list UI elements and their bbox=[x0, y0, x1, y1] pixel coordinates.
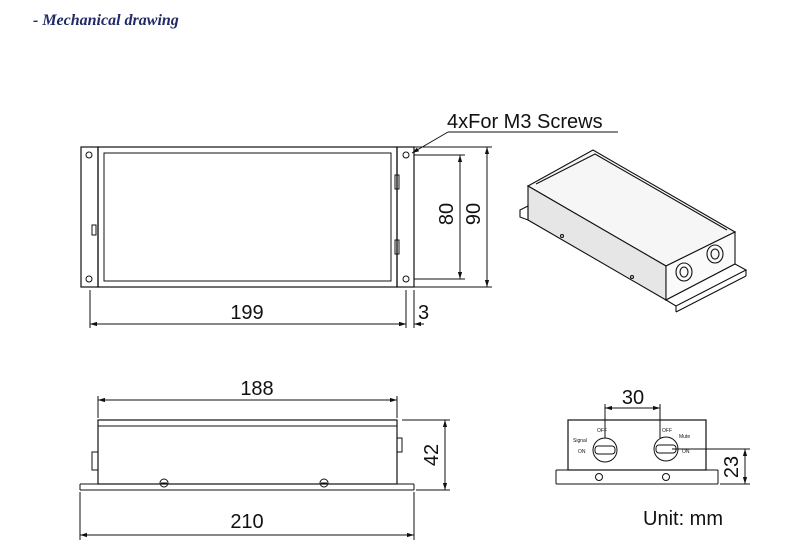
dim-height-90: 90 bbox=[463, 203, 485, 225]
dim-spacing-30: 30 bbox=[622, 387, 644, 409]
section-heading: - Mechanical drawing bbox=[33, 12, 179, 29]
dim-length-188: 188 bbox=[240, 378, 273, 400]
dim-height-80: 80 bbox=[436, 203, 458, 225]
screw-hole bbox=[85, 151, 93, 159]
screw-hole bbox=[85, 275, 93, 283]
right-switch-label-3: ON bbox=[682, 449, 690, 455]
left-switch-label-2: OFF bbox=[597, 428, 607, 434]
right-switch-label-1: OFF bbox=[662, 428, 672, 434]
right-flange bbox=[396, 146, 415, 288]
side-connector bbox=[91, 224, 97, 236]
side-connector bbox=[396, 437, 403, 453]
enclosure-lid bbox=[103, 152, 392, 282]
end-body bbox=[567, 419, 707, 471]
signal-switch-lever bbox=[594, 445, 616, 455]
left-switch-label-1: Signal bbox=[573, 438, 587, 444]
top-view: 4xFor M3 Screws 199 3 80 90 bbox=[80, 111, 618, 328]
side-connector bbox=[394, 239, 400, 255]
screw-head bbox=[319, 478, 329, 488]
screw-head bbox=[595, 473, 603, 481]
dim-length-210: 210 bbox=[230, 511, 263, 533]
screw-head bbox=[662, 473, 670, 481]
unit-note: Unit: mm bbox=[643, 508, 723, 530]
screw-hole bbox=[402, 275, 410, 283]
dim-length-199: 199 bbox=[230, 302, 263, 324]
side-connector bbox=[394, 174, 400, 190]
right-switch-label-2: Mute bbox=[679, 434, 690, 440]
dim-flange-3: 3 bbox=[418, 302, 429, 324]
screw-callout: 4xFor M3 Screws bbox=[447, 111, 603, 133]
left-switch-label-3: ON bbox=[578, 449, 586, 455]
end-view: Signal OFF ON OFF Mute ON 30 23 bbox=[555, 387, 750, 485]
isometric-view bbox=[519, 149, 748, 313]
screw-head bbox=[159, 478, 169, 488]
signal-switch bbox=[592, 437, 618, 463]
side-connector bbox=[91, 451, 99, 471]
left-flange bbox=[80, 146, 99, 288]
dim-height-42: 42 bbox=[421, 444, 443, 466]
dim-height-23: 23 bbox=[721, 456, 743, 478]
side-body bbox=[97, 419, 398, 485]
enclosure-body bbox=[97, 146, 398, 288]
screw-hole bbox=[402, 151, 410, 159]
side-view: 188 210 42 bbox=[79, 378, 450, 540]
